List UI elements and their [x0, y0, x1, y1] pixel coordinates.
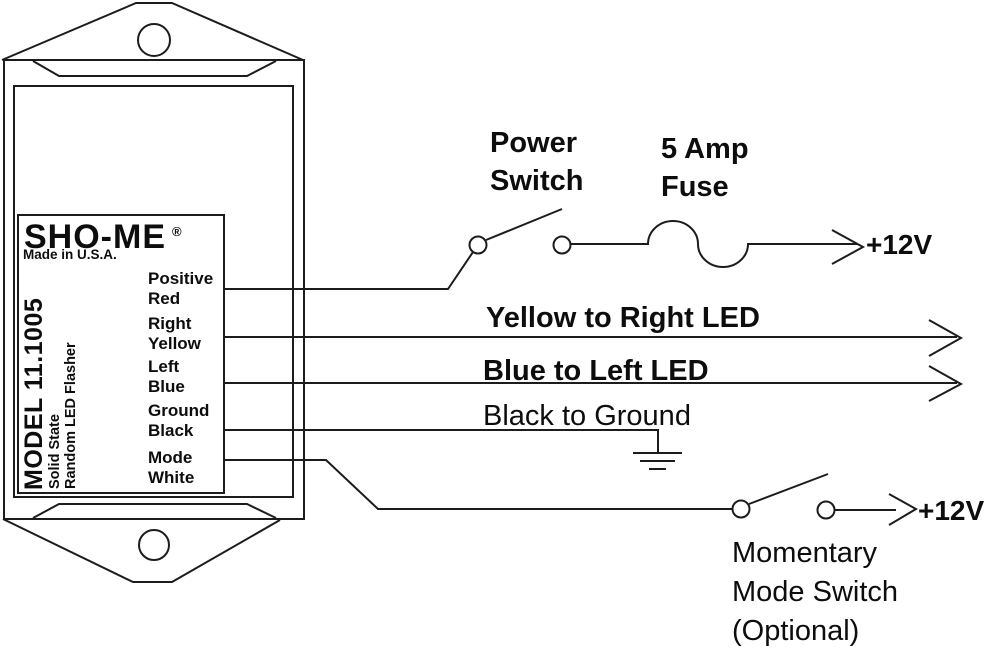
top-bevel [32, 60, 277, 77]
power-rail-label: +12V [866, 229, 933, 260]
mounting-hole-top-icon [137, 23, 171, 57]
power-switch-label: Power Switch [490, 127, 584, 197]
power-arrow-icon [831, 229, 866, 265]
mounting-tab-top [1, 1, 304, 61]
mode-rail-label: +12V [918, 495, 985, 526]
terminal-label-mode: Mode White [148, 448, 195, 487]
brand-text: SHO-ME [24, 218, 166, 256]
mounting-tab-bottom [2, 518, 281, 583]
device-inner-frame [13, 85, 294, 498]
origin-text: Made in U.S.A. [23, 247, 117, 262]
fuse-symbol [571, 220, 858, 268]
power-switch-symbol [468, 208, 572, 255]
red-wire [224, 251, 474, 290]
blue-wire [224, 365, 964, 402]
white-wire [224, 459, 732, 510]
terminal-label-positive: Positive Red [148, 269, 214, 308]
subtitle-line-1: Solid State [47, 414, 63, 489]
ground-symbol [633, 452, 682, 470]
yellow-wire [224, 319, 964, 357]
yellow-wire-label: Yellow to Right LED [486, 302, 760, 334]
subtitle-line-2: Random LED Flasher [63, 342, 79, 489]
mode-arrow-icon [888, 493, 919, 526]
label-frame [17, 214, 225, 494]
terminal-label-left: Left Blue [148, 357, 185, 396]
fuse-label: 5 Amp Fuse [661, 133, 749, 203]
terminal-label-right: Right Yellow [148, 314, 201, 353]
registered-trademark-symbol: ® [172, 224, 182, 239]
momentary-switch-label: Momentary Mode Switch (Optional) [732, 537, 899, 647]
model-number-text: MODEL 11.1005 [20, 297, 48, 490]
black-wire [224, 429, 659, 452]
model-subtitle-text: Solid State Random LED Flasher [47, 342, 79, 489]
yellow-arrow-icon [928, 319, 964, 357]
momentary-switch-symbol [731, 473, 896, 520]
bottom-bevel [32, 503, 277, 519]
blue-wire-label: Blue to Left LED [483, 355, 709, 387]
blue-arrow-icon [928, 365, 964, 402]
mounting-hole-bottom-icon [138, 529, 170, 561]
ground-wire-label: Black to Ground [483, 400, 691, 432]
terminal-label-ground: Ground Black [148, 401, 210, 440]
